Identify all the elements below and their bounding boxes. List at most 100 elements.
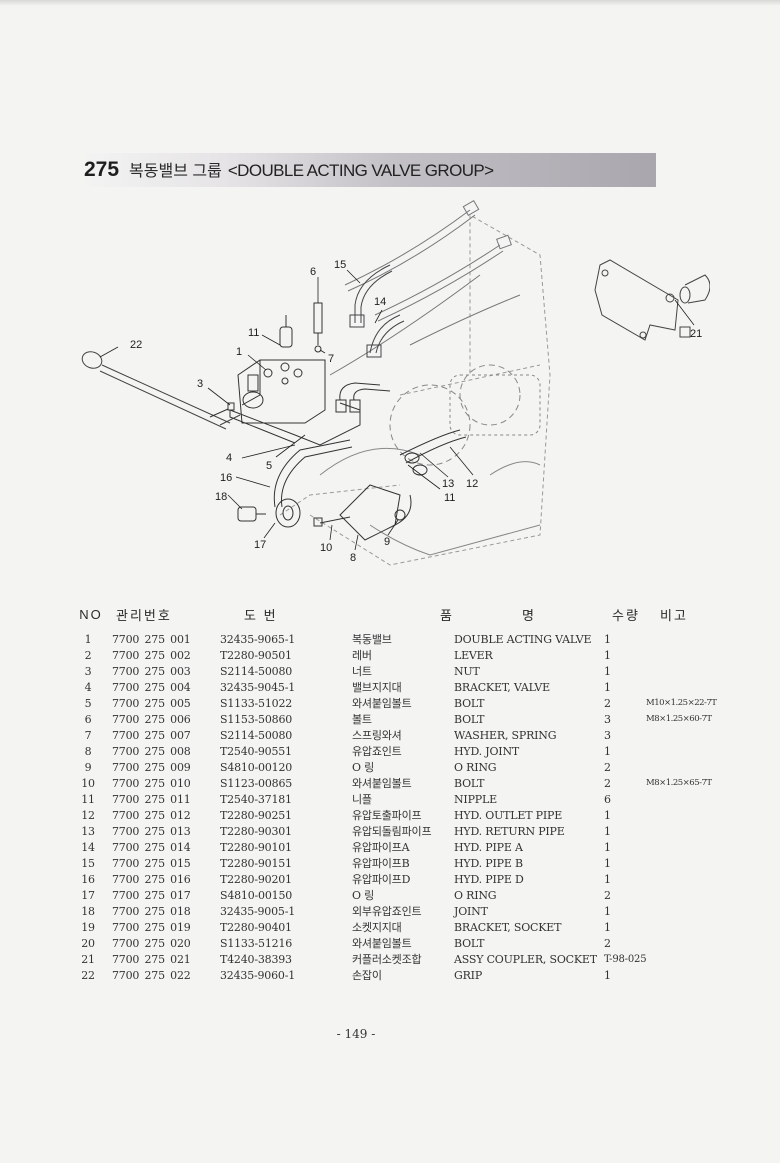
cell-korean-name: 볼트 — [352, 713, 372, 726]
housing-outline — [279, 214, 551, 566]
header-part-name-2: 명 — [522, 607, 536, 623]
bolt-6 — [313, 302, 323, 353]
cell-drawing-number: T2280-90101 — [220, 840, 292, 854]
cell-no: 17 — [81, 888, 95, 902]
title-band — [80, 153, 656, 187]
cell-quantity: 1 — [604, 808, 611, 822]
cell-remarks — [646, 855, 732, 871]
cell-management-number: 7700 275 004 — [112, 680, 191, 694]
cell-korean-name: 밸브지지대 — [352, 681, 402, 694]
cell-no: 8 — [84, 744, 92, 758]
cell-drawing-number: T2280-90201 — [220, 872, 292, 886]
cell-english-name: HYD. OUTLET PIPE — [454, 808, 563, 822]
cell-remarks — [646, 887, 732, 903]
parts-table-body: 1 7700 275 001 32435-9065-1 복동밸브 DOUBLE … — [76, 625, 732, 983]
cell-management-number: 7700 275 009 — [112, 760, 191, 774]
cell-korean-name: 너트 — [352, 665, 372, 678]
cell-drawing-number: S1133-51022 — [220, 696, 293, 710]
table-row: 13 7700 275 013 T2280-90301 유압되돌림파이프 HYD… — [76, 823, 732, 839]
table-row: 17 7700 275 017 S4810-00150 O 링 O RING 2 — [76, 887, 732, 903]
cell-management-number: 7700 275 010 — [112, 776, 191, 790]
cell-korean-name: 스프링와셔 — [352, 729, 402, 742]
cell-management-number: 7700 275 005 — [112, 696, 191, 710]
cell-no: 16 — [81, 872, 95, 886]
nut-3 — [209, 402, 235, 418]
cell-english-name: HYD. PIPE A — [454, 840, 523, 854]
table-row: 16 7700 275 016 T2280-90201 유압파이프D HYD. … — [76, 871, 732, 887]
cell-remarks — [646, 663, 732, 679]
cell-drawing-number: T2540-37181 — [220, 792, 292, 806]
cell-drawing-number: 32435-9005-1 — [220, 904, 296, 918]
cell-korean-name: 유압파이프D — [352, 873, 411, 886]
cell-quantity: 1 — [604, 840, 611, 854]
cell-no: 20 — [81, 936, 95, 950]
cell-english-name: BOLT — [454, 776, 485, 790]
cell-drawing-number: 32435-9060-1 — [220, 968, 296, 982]
cell-drawing-number: T2280-90401 — [220, 920, 292, 934]
pipe-15-14 — [349, 264, 405, 358]
cell-no: 21 — [81, 952, 95, 966]
cell-quantity: 1 — [604, 632, 611, 646]
parts-list-table: NO 관리번호 도 번 품 명 수량 비고 1 7700 275 001 324… — [76, 603, 732, 983]
cell-no: 13 — [81, 824, 95, 838]
cell-drawing-number: S1133-51216 — [220, 936, 293, 950]
cell-english-name: O RING — [454, 760, 497, 774]
header-management-number: 관리번호 — [116, 607, 172, 623]
lever-grip — [81, 351, 241, 430]
callout-9: 9 — [384, 536, 390, 548]
cell-english-name: WASHER, SPRING — [454, 728, 557, 742]
cell-management-number: 7700 275 001 — [112, 632, 191, 646]
cell-english-name: O RING — [454, 888, 497, 902]
callout-8: 8 — [350, 552, 356, 564]
cell-no: 1 — [84, 632, 92, 646]
cell-remarks — [646, 791, 732, 807]
cell-management-number: 7700 275 006 — [112, 712, 191, 726]
cell-no: 6 — [84, 712, 92, 726]
table-row: 4 7700 275 004 32435-9045-1 밸브지지대 BRACKE… — [76, 679, 732, 695]
cell-english-name: BOLT — [454, 712, 485, 726]
cell-quantity: 1 — [604, 872, 611, 886]
cell-drawing-number: 32435-9065-1 — [220, 632, 296, 646]
header-drawing-number: 도 번 — [244, 607, 278, 623]
callout-17: 17 — [254, 539, 266, 551]
cell-english-name: BRACKET, SOCKET — [454, 920, 562, 934]
exploded-parts-diagram: 22 6 15 14 11 1 7 3 4 5 16 18 17 10 8 9 … — [70, 195, 711, 585]
table-row: 12 7700 275 012 T2280-90251 유압토출파이프 HYD.… — [76, 807, 732, 823]
header-quantity: 수량 — [612, 607, 640, 623]
cell-no: 3 — [84, 664, 92, 678]
cell-management-number: 7700 275 020 — [112, 936, 191, 950]
cell-management-number: 7700 275 014 — [112, 840, 191, 854]
cell-drawing-number: S4810-00150 — [220, 888, 293, 902]
callout-16: 16 — [220, 472, 232, 484]
cell-english-name: NUT — [454, 664, 480, 678]
callout-4: 4 — [226, 452, 232, 464]
cell-management-number: 7700 275 012 — [112, 808, 191, 822]
pipe-16 — [237, 439, 353, 528]
housing-body — [319, 364, 541, 556]
header-remarks: 비고 — [660, 607, 688, 623]
cell-drawing-number: T4240-38393 — [220, 952, 292, 966]
cell-drawing-number: 32435-9045-1 — [220, 680, 296, 694]
cell-no: 9 — [84, 760, 92, 774]
cell-remarks — [646, 807, 732, 823]
leader-lines — [99, 269, 695, 551]
callout-10: 10 — [320, 542, 332, 554]
section-number: 275 — [84, 158, 120, 181]
cell-english-name: BOLT — [454, 936, 485, 950]
cell-remarks — [646, 935, 732, 951]
table-row: 2 7700 275 002 T2280-90501 레버 LEVER 1 — [76, 647, 732, 663]
callout-18: 18 — [215, 491, 227, 503]
cell-management-number: 7700 275 019 — [112, 920, 191, 934]
callout-22: 22 — [130, 339, 142, 351]
cell-no: 19 — [81, 920, 95, 934]
header-no: NO — [79, 606, 103, 622]
cell-english-name: NIPPLE — [454, 792, 497, 806]
cell-remarks — [646, 759, 732, 775]
section-title: 275 복동밸브 그룹 <DOUBLE ACTING VALVE GROUP> — [84, 157, 494, 185]
cell-remarks — [646, 839, 732, 855]
cell-remarks — [646, 871, 732, 887]
title-korean: 복동밸브 그룹 — [129, 163, 222, 180]
cell-remarks — [646, 647, 732, 663]
cell-management-number: 7700 275 003 — [112, 664, 191, 678]
cell-no: 14 — [81, 840, 95, 854]
